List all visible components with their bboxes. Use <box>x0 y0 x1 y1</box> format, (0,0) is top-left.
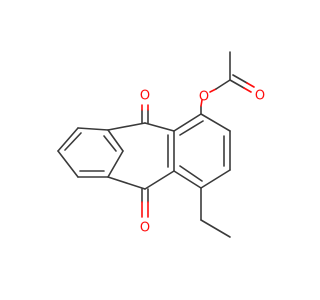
bond-ester-double-b <box>232 74 248 84</box>
bond-ester-o-to-carbonyl-red <box>209 88 217 93</box>
oxygen-label-ester-double: O <box>255 89 265 104</box>
oxygen-label-bottom-carbonyl: O <box>140 221 150 236</box>
bond-ring-c-1 <box>173 113 202 132</box>
bond-ethyl-ch2-ch3 <box>200 219 231 238</box>
bond-ring-to-ester-o-red <box>200 99 203 107</box>
bond-ester-double-a-red <box>243 87 252 93</box>
bond-ester-o-to-carbonyl <box>215 79 231 90</box>
oxygen-label-ester-single: O <box>199 90 209 105</box>
oxygen-label-top-carbonyl: O <box>140 89 150 104</box>
acetoxy-group <box>200 51 255 115</box>
right-aromatic-ring <box>173 113 231 189</box>
bond-ring-c-inner-1 <box>179 120 204 136</box>
bond-ring-a-2 <box>77 127 109 131</box>
central-quinone-ring <box>107 122 175 190</box>
bond-ring-b-1 <box>107 122 146 131</box>
bond-ring-b-2 <box>144 122 175 132</box>
structure-canvas: O O O O <box>57 51 265 238</box>
bond-ring-a-4 <box>107 150 124 178</box>
bond-ring-c-inner-3 <box>179 165 203 182</box>
bond-ring-a-6 <box>57 150 79 178</box>
left-benzene-ring <box>57 127 124 178</box>
bond-ring-a-inner-1 <box>64 132 82 151</box>
bond-ring-c-5 <box>173 170 202 189</box>
bond-ring-a-3 <box>107 129 124 152</box>
carbonyl-bonds <box>141 104 149 218</box>
bond-ring-a-1 <box>57 127 79 152</box>
bond-ester-double-b-red <box>246 82 255 88</box>
bond-ring-c-4 <box>200 169 231 189</box>
bond-ring-b-4 <box>144 170 175 190</box>
bond-ring-b-5 <box>107 176 146 190</box>
bond-ring-c-2 <box>200 113 231 132</box>
ethyl-group <box>200 187 231 238</box>
bond-ring-a-inner-2 <box>103 135 117 152</box>
bond-ester-double-a <box>229 79 245 89</box>
